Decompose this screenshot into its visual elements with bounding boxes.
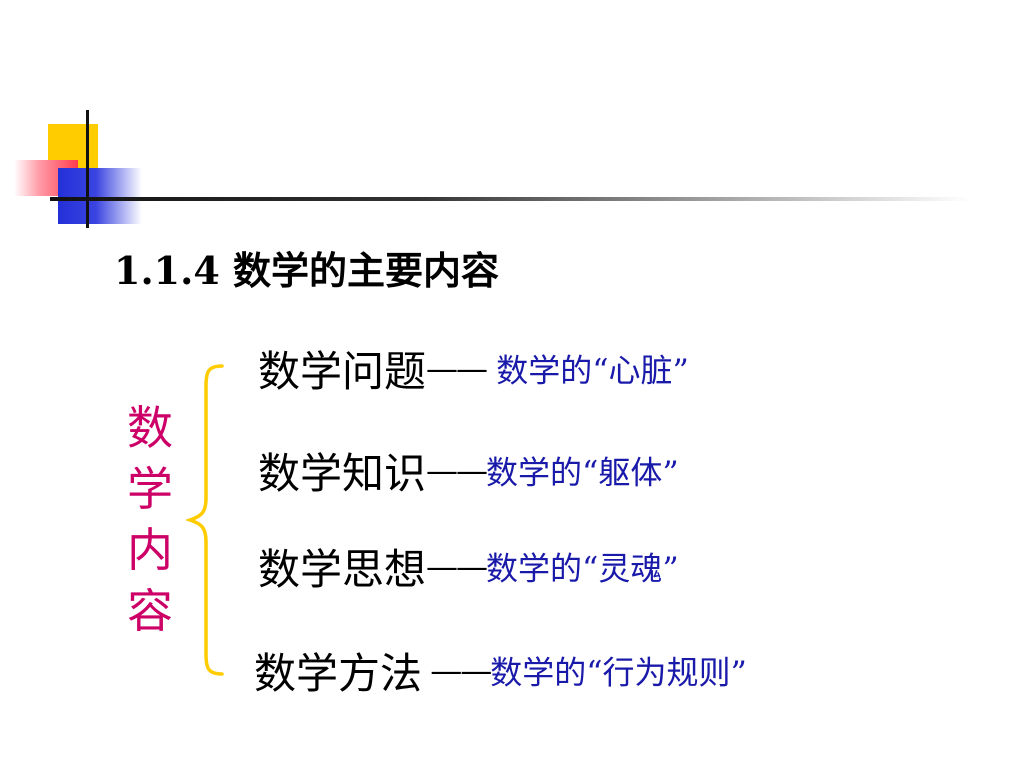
slide-title: 1.1.4 数学的主要内容 (114, 248, 500, 293)
vertical-char: 学 (127, 462, 173, 516)
vertical-label: 数 学 内 容 (120, 398, 180, 642)
row-dash: —— (426, 451, 488, 490)
content-row: 数学知识——数学的“躯体” (258, 440, 679, 501)
decor-vertical-line (86, 110, 89, 228)
decor-blue-gradient-block (58, 168, 142, 224)
content-row: 数学思想——数学的“灵魂” (258, 536, 679, 597)
row-dash: —— (426, 547, 488, 586)
vertical-char: 容 (127, 584, 173, 638)
row-description: 数学的“行为规则” (490, 653, 747, 692)
vertical-char: 数 (127, 401, 173, 455)
row-dash: —— (422, 651, 492, 690)
content-row: 数学方法 ——数学的“行为规则” (254, 640, 747, 701)
vertical-char: 内 (127, 523, 173, 577)
row-term: 数学方法 (254, 649, 423, 698)
row-description: 数学的“灵魂” (486, 549, 679, 588)
decor-horizontal-rule (50, 197, 970, 201)
row-description: 数学的“心脏” (486, 351, 689, 390)
row-term: 数学思想 (258, 545, 427, 594)
content-row: 数学问题—— 数学的“心脏” (258, 338, 689, 399)
curly-brace-icon (186, 364, 224, 676)
row-dash: —— (426, 349, 488, 388)
row-description: 数学的“躯体” (486, 453, 679, 492)
row-term: 数学问题 (258, 347, 427, 396)
row-term: 数学知识 (258, 449, 427, 498)
